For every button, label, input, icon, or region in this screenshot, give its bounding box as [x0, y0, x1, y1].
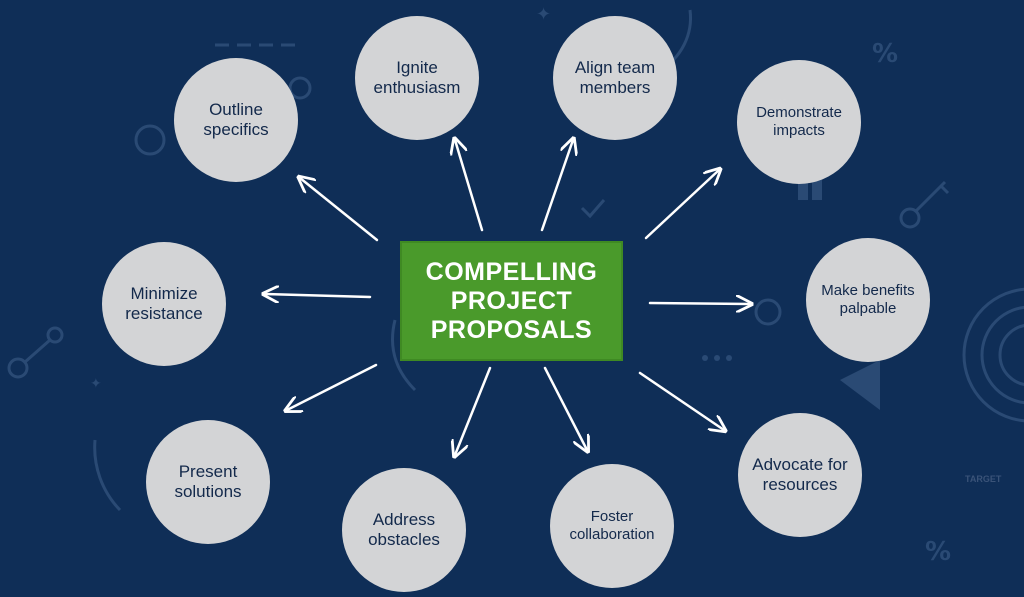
node-align-team-members: Align team members: [553, 16, 677, 140]
arrow-to-foster-collaboration: [543, 366, 587, 450]
arrow-to-advocate-for-resources: [638, 371, 724, 430]
arrow-to-ignite-enthusiasm: [455, 140, 484, 232]
check-circle-icon: [754, 298, 782, 326]
dots-decoration: [702, 355, 708, 361]
key-icon: [913, 180, 950, 214]
dots-decoration: [714, 355, 720, 361]
node-label: Present solutions: [174, 462, 242, 501]
node-present-solutions: Present solutions: [146, 420, 270, 544]
arrow-to-align-team-members: [540, 140, 573, 232]
node-label: Ignite enthusiasm: [373, 58, 461, 97]
gear-icon: [134, 124, 166, 156]
node-link-icon: [24, 338, 51, 364]
node-label: Foster collaboration: [569, 508, 655, 543]
node-make-benefits-palpable: Make benefits palpable: [806, 238, 930, 362]
central-topic-title: COMPELLING PROJECT PROPOSALS: [425, 257, 598, 344]
key-icon: [899, 207, 921, 229]
node-label: Demonstrate impacts: [756, 104, 842, 139]
target-icon: [962, 287, 1024, 423]
node-outline-specifics: Outline specifics: [174, 58, 298, 182]
node-address-obstacles: Address obstacles: [342, 468, 466, 592]
pie-icon: [840, 360, 880, 410]
background-target-label: TARGET: [965, 474, 1002, 484]
node-label: Address obstacles: [368, 510, 440, 549]
target-icon: [998, 324, 1024, 386]
target-icon: [980, 305, 1024, 405]
node-link-icon: [46, 326, 64, 344]
node-label: Make benefits palpable: [821, 282, 915, 317]
node-label: Minimize resistance: [125, 284, 203, 323]
central-topic-box: COMPELLING PROJECT PROPOSALS: [400, 241, 623, 361]
building-icon: [812, 170, 822, 200]
node-advocate-for-resources: Advocate for resources: [738, 413, 862, 537]
sparkle-icon: ✦: [90, 376, 102, 392]
arrow-to-demonstrate-impacts: [644, 170, 719, 240]
arc-decoration: [93, 439, 122, 512]
arrow-to-minimize-resistance: [265, 294, 372, 297]
arrow-to-outline-specifics: [300, 178, 379, 242]
node-label: Align team members: [574, 58, 656, 97]
arrow-to-present-solutions: [287, 363, 378, 410]
arrow-to-address-obstacles: [455, 366, 492, 455]
node-foster-collaboration: Foster collaboration: [550, 464, 674, 588]
percent-icon: %: [872, 39, 898, 69]
node-demonstrate-impacts: Demonstrate impacts: [737, 60, 861, 184]
node-link-icon: [7, 357, 29, 379]
check-icon: [580, 199, 606, 219]
arrow-to-make-benefits-palpable: [648, 303, 750, 304]
gear-icon: [288, 76, 312, 100]
building-icon: [798, 180, 808, 200]
node-label: Advocate for resources: [752, 455, 848, 494]
node-minimize-resistance: Minimize resistance: [102, 242, 226, 366]
node-ignite-enthusiasm: Ignite enthusiasm: [355, 16, 479, 140]
node-label: Outline specifics: [203, 100, 269, 139]
lightbulb-icon: [391, 319, 417, 392]
dots-decoration: [726, 355, 732, 361]
sparkle-icon: ✦: [536, 4, 551, 25]
percent-icon: %: [925, 537, 951, 567]
